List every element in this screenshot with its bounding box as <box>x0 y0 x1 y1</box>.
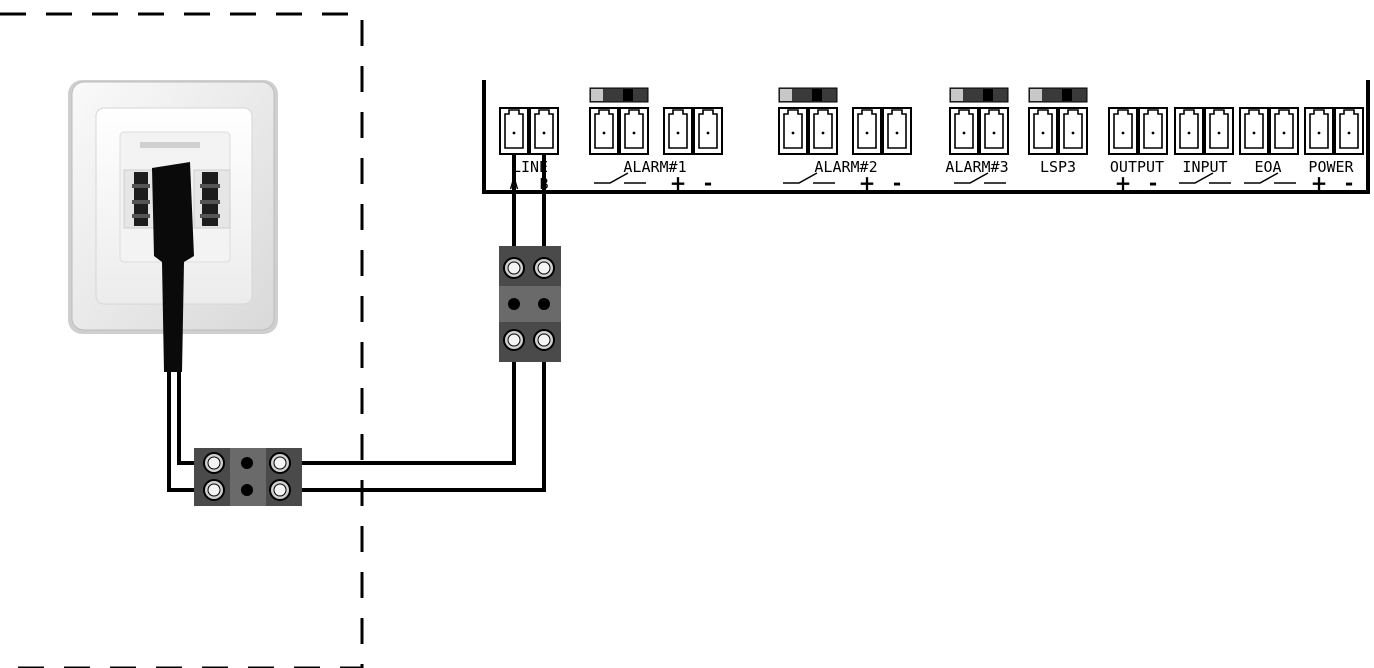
wire-b-run <box>280 342 546 492</box>
connector-alarm3 <box>949 107 1009 155</box>
label-power: POWER <box>1308 158 1354 176</box>
dip-switch-2-icon <box>778 87 838 103</box>
terminal-block-local-icon <box>194 448 302 506</box>
relay-contact-icon <box>594 172 1296 184</box>
dip-switch-3-icon <box>949 87 1009 103</box>
label-eoa: EOA <box>1254 158 1281 176</box>
label-input: INPUT <box>1182 158 1227 176</box>
alarm2-minus: - <box>893 171 901 195</box>
connector-eoa <box>1239 107 1299 155</box>
output-minus: - <box>1149 171 1157 195</box>
connector-line <box>499 107 559 155</box>
label-line: LINE <box>512 158 548 176</box>
alarm2-plus: + <box>859 171 876 195</box>
connector-alarm2-power <box>852 107 912 155</box>
dip-switch-lsp3-icon <box>1028 87 1088 103</box>
connector-alarm1-contact <box>589 107 649 155</box>
connector-input <box>1174 107 1234 155</box>
label-alarm2: ALARM#2 <box>814 158 877 176</box>
label-lsp3: LSP3 <box>1040 158 1076 176</box>
terminal-block-panel-icon <box>499 246 561 362</box>
label-output: OUTPUT <box>1110 158 1164 176</box>
alarm1-plus: + <box>670 171 687 195</box>
power-minus: - <box>1345 171 1353 195</box>
label-alarm3: ALARM#3 <box>945 158 1008 176</box>
connector-power <box>1304 107 1364 155</box>
connector-output <box>1108 107 1168 155</box>
label-alarm1: ALARM#1 <box>623 158 686 176</box>
device-panel-outline <box>482 80 1370 194</box>
dip-switch-1-icon <box>589 87 649 103</box>
connector-lsp3 <box>1028 107 1088 155</box>
connector-alarm1-power <box>663 107 723 155</box>
label-line-a: A <box>509 175 518 193</box>
label-line-b: B <box>539 175 548 193</box>
alarm1-minus: - <box>704 171 712 195</box>
telephone-wall-socket-icon <box>68 80 278 334</box>
telephone-plug-icon <box>152 162 194 372</box>
power-plus: + <box>1311 171 1328 195</box>
wire-a-run <box>280 342 516 465</box>
output-plus: + <box>1115 171 1132 195</box>
connector-alarm2-contact <box>778 107 838 155</box>
